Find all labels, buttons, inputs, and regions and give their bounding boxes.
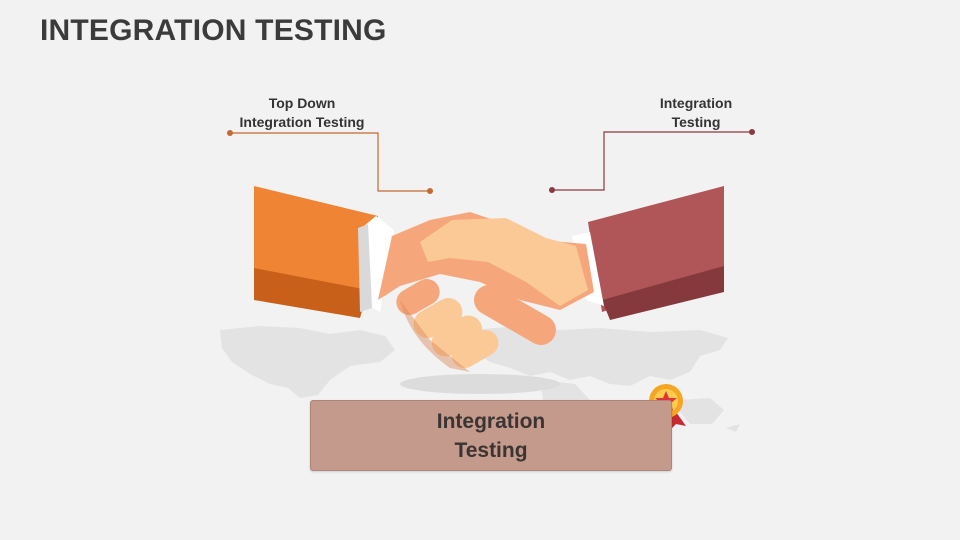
left-connector — [230, 132, 430, 192]
main-box-line1: Integration — [436, 409, 546, 433]
integration-testing-box: Integration Testing — [310, 400, 672, 471]
handshake-icon — [378, 212, 594, 372]
callout-right-line1: Integration — [659, 95, 733, 111]
right-connector — [552, 131, 752, 191]
callout-left-line1: Top Down — [268, 95, 336, 111]
callout-top-down-integration: Top Down Integration Testing — [222, 94, 382, 132]
right-arm — [572, 186, 724, 320]
right-connector-dot-start — [749, 129, 755, 135]
callout-right-line2: Testing — [671, 114, 721, 130]
left-connector-dot-start — [227, 130, 233, 136]
left-connector-dot-end — [427, 188, 433, 194]
right-connector-dot-end — [549, 187, 555, 193]
page-title: INTEGRATION TESTING — [40, 14, 387, 47]
left-arm — [254, 186, 394, 318]
callout-integration-testing: Integration Testing — [630, 94, 762, 132]
main-box-line2: Testing — [454, 438, 528, 462]
callout-left-line2: Integration Testing — [239, 114, 365, 130]
